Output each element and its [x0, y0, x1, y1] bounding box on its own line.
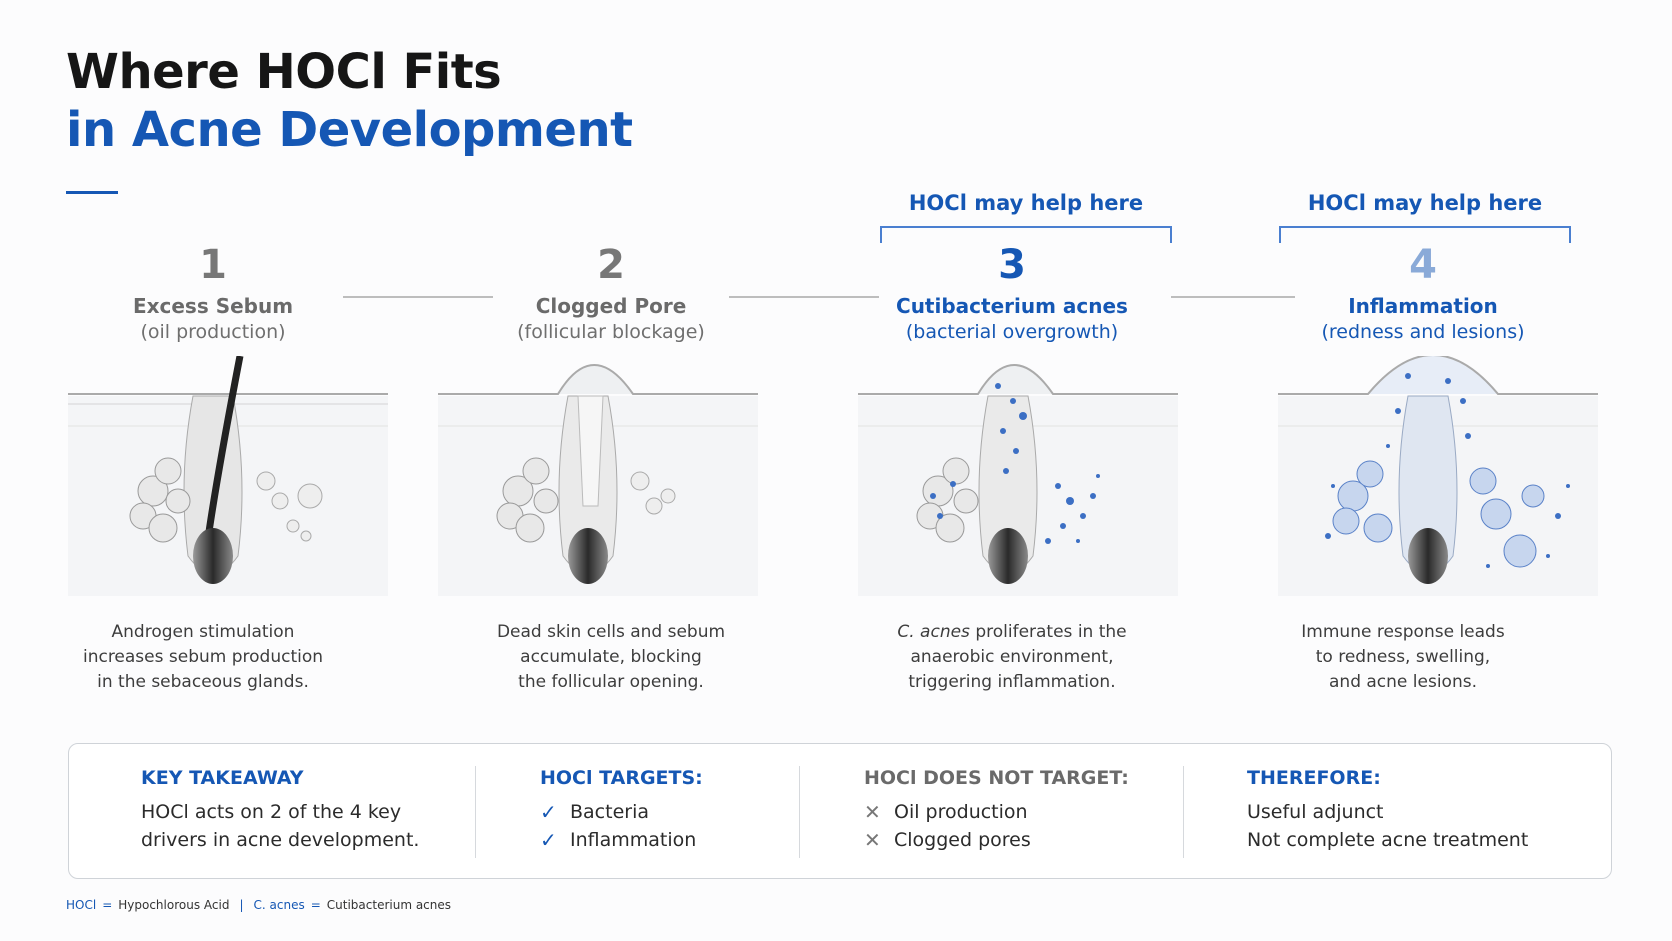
title-line-1: Where HOCl Fits — [66, 44, 502, 100]
therefore-column: THEREFORE: Useful adjunct Not complete a… — [1247, 767, 1529, 851]
check-icon: ✓ — [540, 828, 557, 852]
bracket-stage-4 — [1279, 226, 1571, 243]
stage-subtitle: (follicular blockage) — [517, 321, 705, 343]
stage-subtitle: (oil production) — [140, 321, 286, 343]
title-underline — [66, 191, 118, 194]
title-line-2: in Acne Development — [66, 102, 633, 158]
stage-name: Inflammation — [1348, 294, 1498, 318]
stage-2-description: Dead skin cells and sebum accumulate, bl… — [496, 622, 726, 692]
stage-3-header: 3 Cutibacterium acnes (bacterial overgro… — [852, 242, 1172, 344]
connector-1-2 — [343, 296, 493, 298]
key-takeaway-heading: KEY TAKEAWAY — [141, 767, 304, 789]
cross-icon: ✕ — [864, 828, 881, 852]
stage-number: 2 — [597, 242, 625, 288]
page-title: Where HOCl Fits in Acne Development — [66, 44, 633, 160]
stage-subtitle: (bacterial overgrowth) — [905, 321, 1119, 343]
therefore-heading: THEREFORE: — [1247, 767, 1381, 789]
illustration-excess-sebum — [68, 356, 388, 596]
target-item: ✓Inflammation — [540, 828, 697, 852]
help-label-stage-3: HOCl may help here — [908, 191, 1144, 215]
stage-1-header: 1 Excess Sebum (oil production) — [53, 242, 373, 344]
help-label-stage-4: HOCl may help here — [1307, 191, 1543, 215]
target-item: ✓Bacteria — [540, 800, 649, 824]
connector-3-4 — [1171, 296, 1295, 298]
key-takeaway-column: KEY TAKEAWAY HOCl acts on 2 of the 4 key… — [141, 767, 420, 851]
illustration-clogged-pore — [438, 364, 758, 596]
cross-icon: ✕ — [864, 800, 881, 824]
not-target-item: ✕Oil production — [864, 800, 1028, 824]
column-divider — [475, 766, 476, 858]
not-target-item: ✕Clogged pores — [864, 828, 1031, 852]
not-targets-heading: HOCl DOES NOT TARGET: — [864, 767, 1129, 789]
stage-number: 4 — [1409, 242, 1437, 288]
stage-3-description: C. acnes proliferates in the anaerobic e… — [897, 622, 1127, 692]
stage-4-description: Immune response leads to redness, swelli… — [1301, 622, 1505, 692]
check-icon: ✓ — [540, 800, 557, 824]
stage-subtitle: (redness and lesions) — [1321, 321, 1525, 343]
connector-2-3 — [729, 296, 879, 298]
stage-name: Clogged Pore — [535, 294, 687, 318]
stage-4-header: 4 Inflammation (redness and lesions) — [1263, 242, 1583, 344]
stage-2-header: 2 Clogged Pore (follicular blockage) — [451, 242, 771, 344]
column-divider — [799, 766, 800, 858]
not-targets-column: HOCl DOES NOT TARGET: ✕Oil production ✕C… — [864, 766, 1129, 854]
illustration-inflammation — [1278, 356, 1598, 596]
takeaway-box: KEY TAKEAWAY HOCl acts on 2 of the 4 key… — [68, 743, 1612, 879]
stage-number: 1 — [199, 242, 227, 288]
targets-heading: HOCl TARGETS: — [540, 767, 703, 789]
column-divider — [1183, 766, 1184, 858]
targets-column: HOCl TARGETS: ✓Bacteria ✓Inflammation — [540, 766, 703, 854]
stage-name: Excess Sebum — [132, 294, 294, 318]
bracket-stage-3 — [880, 226, 1172, 243]
illustration-bacterial-overgrowth — [858, 364, 1178, 596]
stage-1-description: Androgen stimulation increases sebum pro… — [82, 622, 324, 692]
stage-number: 3 — [998, 242, 1026, 288]
abbreviation-footer: HOCl=Hypochlorous Acid|C. acnes=Cutibact… — [66, 898, 452, 912]
stage-name: Cutibacterium acnes — [896, 294, 1128, 318]
